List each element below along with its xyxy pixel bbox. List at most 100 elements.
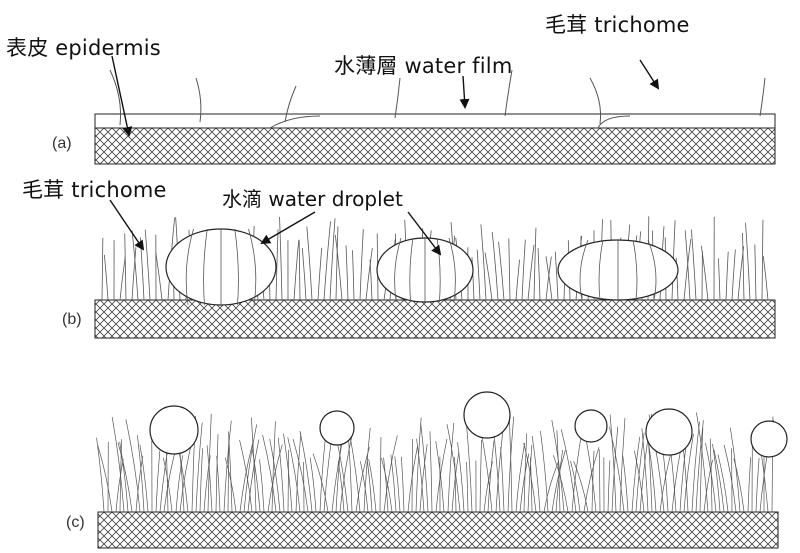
trichome [279,217,283,301]
trichome [284,85,297,123]
trichome [435,440,445,513]
trichome [298,239,301,301]
trichome [365,247,373,301]
trichome [295,432,302,513]
trichome [227,435,230,513]
trichome [394,237,402,303]
trichome [175,455,184,513]
trichome [416,438,425,513]
trichome [527,444,533,513]
water-droplet [574,409,608,443]
trichome [598,449,601,513]
trichome [139,444,149,513]
trichome [155,450,161,513]
trichome [523,433,528,513]
trichome [251,449,261,513]
trichome [723,444,737,513]
trichome [597,115,631,129]
trichome [553,455,569,513]
trichome [584,431,597,513]
trichome [383,435,398,513]
trichome [696,412,709,513]
label-epidermis: 表皮 epidermis [6,36,161,60]
trichome [383,457,389,513]
trichome [507,416,515,513]
arrow-water-film [459,75,470,109]
trichome [215,434,219,513]
water-film-layer [94,113,776,129]
arrow-trichome-b [109,199,145,251]
trichome [239,439,253,513]
trichome [337,460,345,513]
trichome [684,230,691,301]
trichome [111,416,125,513]
trichome [301,248,307,301]
trichome [498,241,505,301]
trichome [683,434,694,513]
trichome [504,69,513,117]
panel-a [94,69,776,165]
trichome [345,245,349,301]
trichome [530,457,533,513]
trichome [317,247,323,301]
trichome [435,438,448,513]
trichome [551,419,565,513]
trichome [491,231,499,301]
trichome [607,460,611,513]
trichome [484,252,493,301]
trichome [101,237,104,301]
epidermis-layer-a [94,127,776,165]
trichome [479,439,482,513]
trichome [500,446,505,513]
trichome [436,237,441,303]
arrows [109,55,660,256]
trichome [207,413,212,513]
trichome [480,224,487,301]
trichome [228,431,233,513]
trichome [683,238,692,301]
trichome [293,240,300,301]
trichome [366,455,373,513]
trichome [545,256,552,301]
trichome [632,239,638,301]
trichome [731,249,736,301]
trichome [269,115,321,129]
trichome [466,425,473,513]
trichome [203,228,208,306]
trichome [733,458,745,513]
trichome [476,249,481,301]
trichome [699,427,704,513]
trichome [759,77,766,117]
trichome [521,239,526,301]
trichome [718,258,721,301]
trichome [206,445,213,513]
arrow-epidermis [111,55,133,137]
trichome [679,444,687,513]
trichome [97,445,113,513]
trichome [115,458,124,513]
label-trichome-a: 毛茸 trichome [545,13,690,37]
trichomes-a [109,69,766,129]
trichome [380,457,393,513]
trichome [259,459,265,513]
trichome [509,418,513,513]
trichome [292,438,309,513]
trichome [250,417,257,513]
trichome [137,435,145,513]
trichome [117,442,133,513]
label-trichome-b: 毛茸 trichome [22,178,167,202]
trichome [224,457,237,513]
trichome [415,417,422,513]
trichome [742,233,745,301]
trichome [195,422,203,513]
trichome [319,440,326,513]
water-droplet [645,408,693,456]
trichome [641,428,649,513]
trichome [379,437,382,513]
trichome [162,457,173,513]
trichome [573,461,589,513]
trichome [609,414,617,513]
trichome [363,427,371,513]
trichome [199,448,203,513]
trichome [589,77,601,125]
